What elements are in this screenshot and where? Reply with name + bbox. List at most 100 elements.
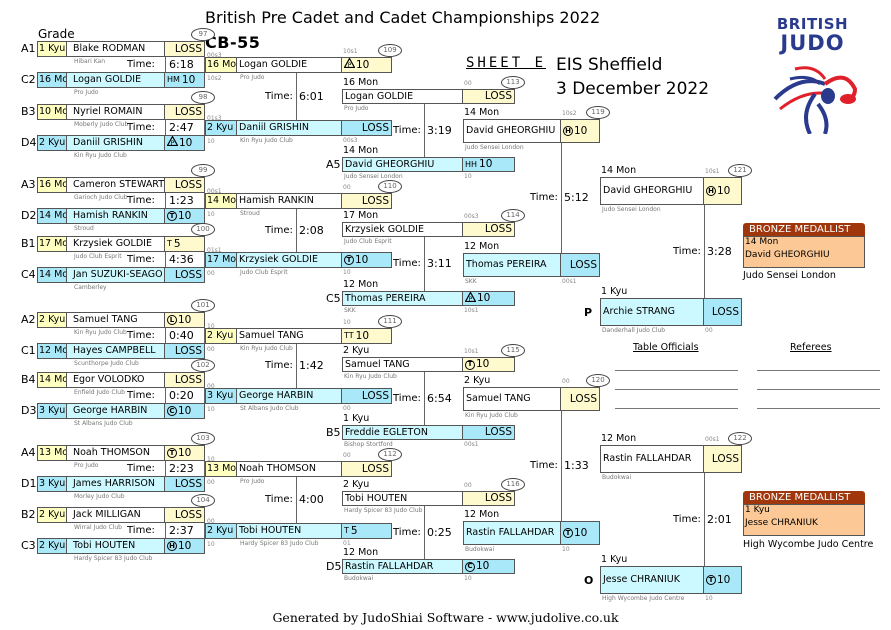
score-note: 00s1 [464, 441, 479, 448]
grade-label: 2 Kyu [343, 345, 370, 356]
match-time: 4:00 [299, 493, 324, 506]
score-note: 10 [207, 323, 215, 330]
score-cell: LOSS [164, 508, 204, 522]
table-official-line[interactable] [615, 370, 738, 371]
club-name: Judo Club Esprit [74, 253, 122, 260]
score-value: LOSS [711, 306, 739, 318]
table-official-line[interactable] [615, 389, 738, 390]
referee-line[interactable] [757, 389, 880, 390]
match-number: 116 [501, 478, 525, 491]
grade-label: 1 Kyu [343, 413, 370, 424]
grade-label: 2 Kyu [464, 375, 491, 386]
logo-line-1: BRITISH [776, 15, 849, 33]
score-value: 10 [476, 560, 490, 572]
competitor-name: Tobi HOUTEN [67, 539, 164, 553]
bracket-line [165, 120, 166, 135]
club-name: Budokwai [344, 575, 374, 582]
logo-line-2: JUDO [780, 31, 845, 55]
match-number: 120 [586, 374, 610, 387]
time-label: Time: [530, 192, 558, 203]
referee-line[interactable] [757, 370, 880, 371]
score-value: 10 [181, 74, 196, 86]
bronze-medallist-box: 14 Mon David GHEORGHIU [743, 236, 865, 268]
circled-t-icon: T [706, 575, 716, 585]
match-time: 1:33 [564, 459, 589, 472]
score-note: 00s1 [562, 278, 577, 285]
score-value: 10 [178, 314, 192, 326]
sheet-label: SHEET E [466, 55, 547, 71]
club-name: Danderhall Judo Club [602, 327, 666, 334]
grade-label: 16 Mon [343, 77, 379, 88]
competitor-name: Samuel TANG [67, 313, 164, 327]
club-name: Pro Judo [74, 462, 99, 469]
table-official-line[interactable] [615, 408, 738, 409]
club-name: High Wycombe Judo Centre [602, 595, 685, 602]
score-value: 10 [179, 137, 193, 149]
score-cell: LOSS [462, 223, 514, 236]
seed-label: A5 [326, 158, 341, 171]
competitor-name: Rastin FALLAHDAR [601, 446, 703, 472]
match-number: 109 [378, 44, 402, 57]
score-note: 10 [464, 575, 472, 582]
bronze-medallist-heading: BRONZE MEDALLIST [743, 223, 865, 236]
match-time: 3:19 [427, 123, 452, 137]
grade-cell: 2 Kyu [38, 136, 67, 150]
circled-c-icon: C [465, 561, 475, 572]
time-label: Time: [127, 195, 155, 206]
score-note: 00 [207, 479, 215, 486]
seed-label: A3 [21, 178, 36, 191]
score-note: 10 [343, 319, 351, 326]
score-note: 00s3 [207, 52, 222, 59]
referee-line[interactable] [757, 408, 880, 409]
competitor-name: David GHEORGHIU [464, 120, 560, 142]
competitor-name: Hayes CAMPBELL [67, 344, 164, 358]
competitor-name: Jan SUZUKI-SEAGO [67, 268, 164, 282]
score-note: 00 [705, 327, 713, 334]
score-value: 10 [476, 358, 490, 370]
